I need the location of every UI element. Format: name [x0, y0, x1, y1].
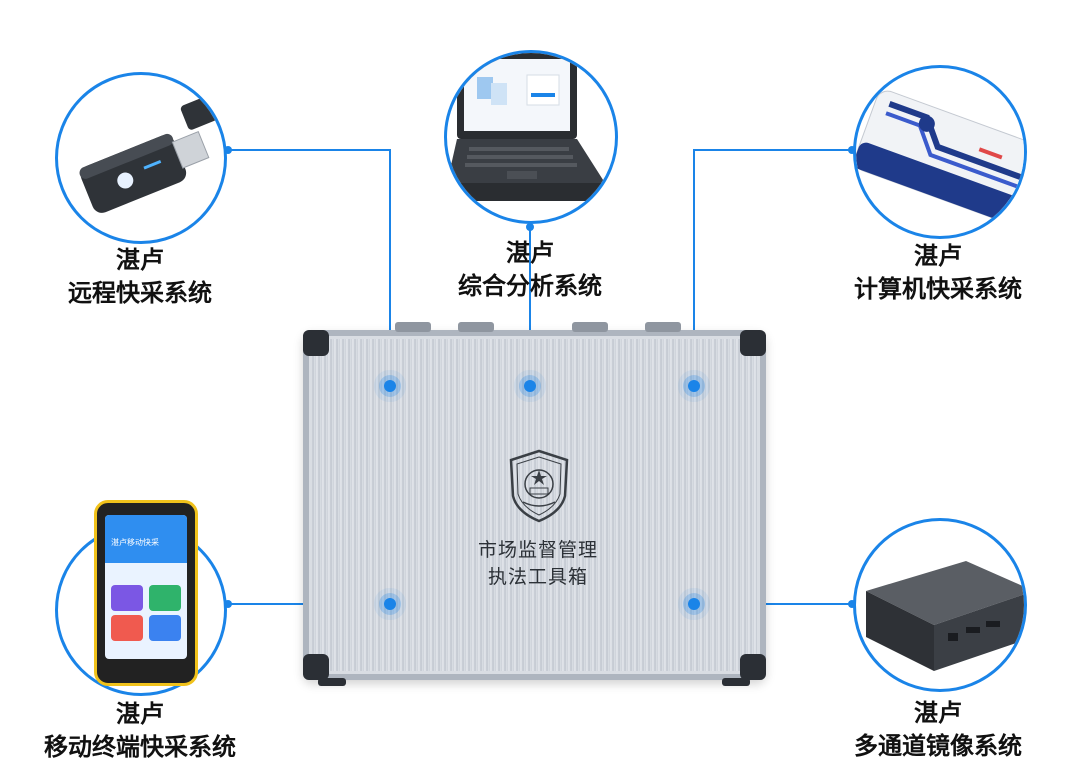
- product-brand: 湛卢: [506, 239, 554, 267]
- connector-pin: [848, 600, 856, 608]
- hotspot-dot: [688, 380, 700, 392]
- product-brand: 湛卢: [914, 699, 962, 727]
- hotspot-dot: [524, 380, 536, 392]
- product-name: 综合分析系统: [458, 272, 602, 300]
- app-title: 湛卢移动快采: [111, 538, 159, 547]
- product-name: 多通道镜像系统: [854, 732, 1022, 760]
- case-foot: [722, 678, 750, 686]
- hotspot-dot: [688, 598, 700, 610]
- connector-pin: [224, 146, 232, 154]
- connector-line: [230, 149, 390, 151]
- case-latch: [645, 322, 681, 332]
- hotspot-dot: [384, 380, 396, 392]
- connector-pin: [848, 146, 856, 154]
- product-name: 移动终端快采系统: [44, 733, 236, 761]
- connector-pin: [526, 223, 534, 231]
- product-brand: 湛卢: [116, 246, 164, 274]
- connector-line: [693, 149, 695, 385]
- case-latch: [458, 322, 494, 332]
- case-title-line1: 市场监督管理: [477, 539, 598, 561]
- case-latch: [395, 322, 431, 332]
- handheld-terminal: 湛卢移动快采: [94, 500, 198, 686]
- connector-pin: [224, 600, 232, 608]
- hard-drive-icon: [856, 90, 1024, 223]
- connector-line: [693, 603, 853, 605]
- product-label: 湛卢 多通道镜像系统: [833, 697, 1043, 763]
- case-foot: [318, 678, 346, 686]
- product-label: 湛卢 远程快采系统: [35, 244, 245, 310]
- case-corner: [303, 330, 329, 356]
- case-title-line2: 执法工具箱: [487, 566, 588, 588]
- imaging-box-image: [853, 518, 1027, 692]
- connector-line: [693, 149, 853, 151]
- imaging-box-icon: [866, 561, 1024, 671]
- product-label: 湛卢 综合分析系统: [425, 237, 635, 303]
- product-brand: 湛卢: [914, 242, 962, 270]
- product-name: 远程快采系统: [68, 279, 212, 307]
- terminal-screen: 湛卢移动快采: [105, 515, 187, 659]
- app-tile: [111, 615, 143, 641]
- rugged-laptop-icon: [447, 53, 605, 201]
- hotspot-dot: [384, 598, 396, 610]
- case-corner: [303, 654, 329, 680]
- case-latch: [572, 322, 608, 332]
- product-name: 计算机快采系统: [854, 275, 1022, 303]
- emblem-icon: [509, 449, 569, 523]
- usb-dongle-image: [55, 72, 227, 244]
- product-label: 湛卢 计算机快采系统: [833, 240, 1043, 306]
- app-tile: [111, 585, 143, 611]
- hard-drive-image: [853, 65, 1027, 239]
- connector-line: [529, 228, 531, 385]
- app-tile: [149, 585, 181, 611]
- product-brand: 湛卢: [116, 700, 164, 728]
- product-label: 湛卢 移动终端快采系统: [20, 698, 260, 764]
- case-corner: [740, 330, 766, 356]
- case-corner: [740, 654, 766, 680]
- usb-dongle-icon: [79, 95, 220, 213]
- app-tile: [149, 615, 181, 641]
- laptop-image: [444, 50, 618, 224]
- connector-line: [389, 149, 391, 385]
- app-header: [105, 515, 187, 563]
